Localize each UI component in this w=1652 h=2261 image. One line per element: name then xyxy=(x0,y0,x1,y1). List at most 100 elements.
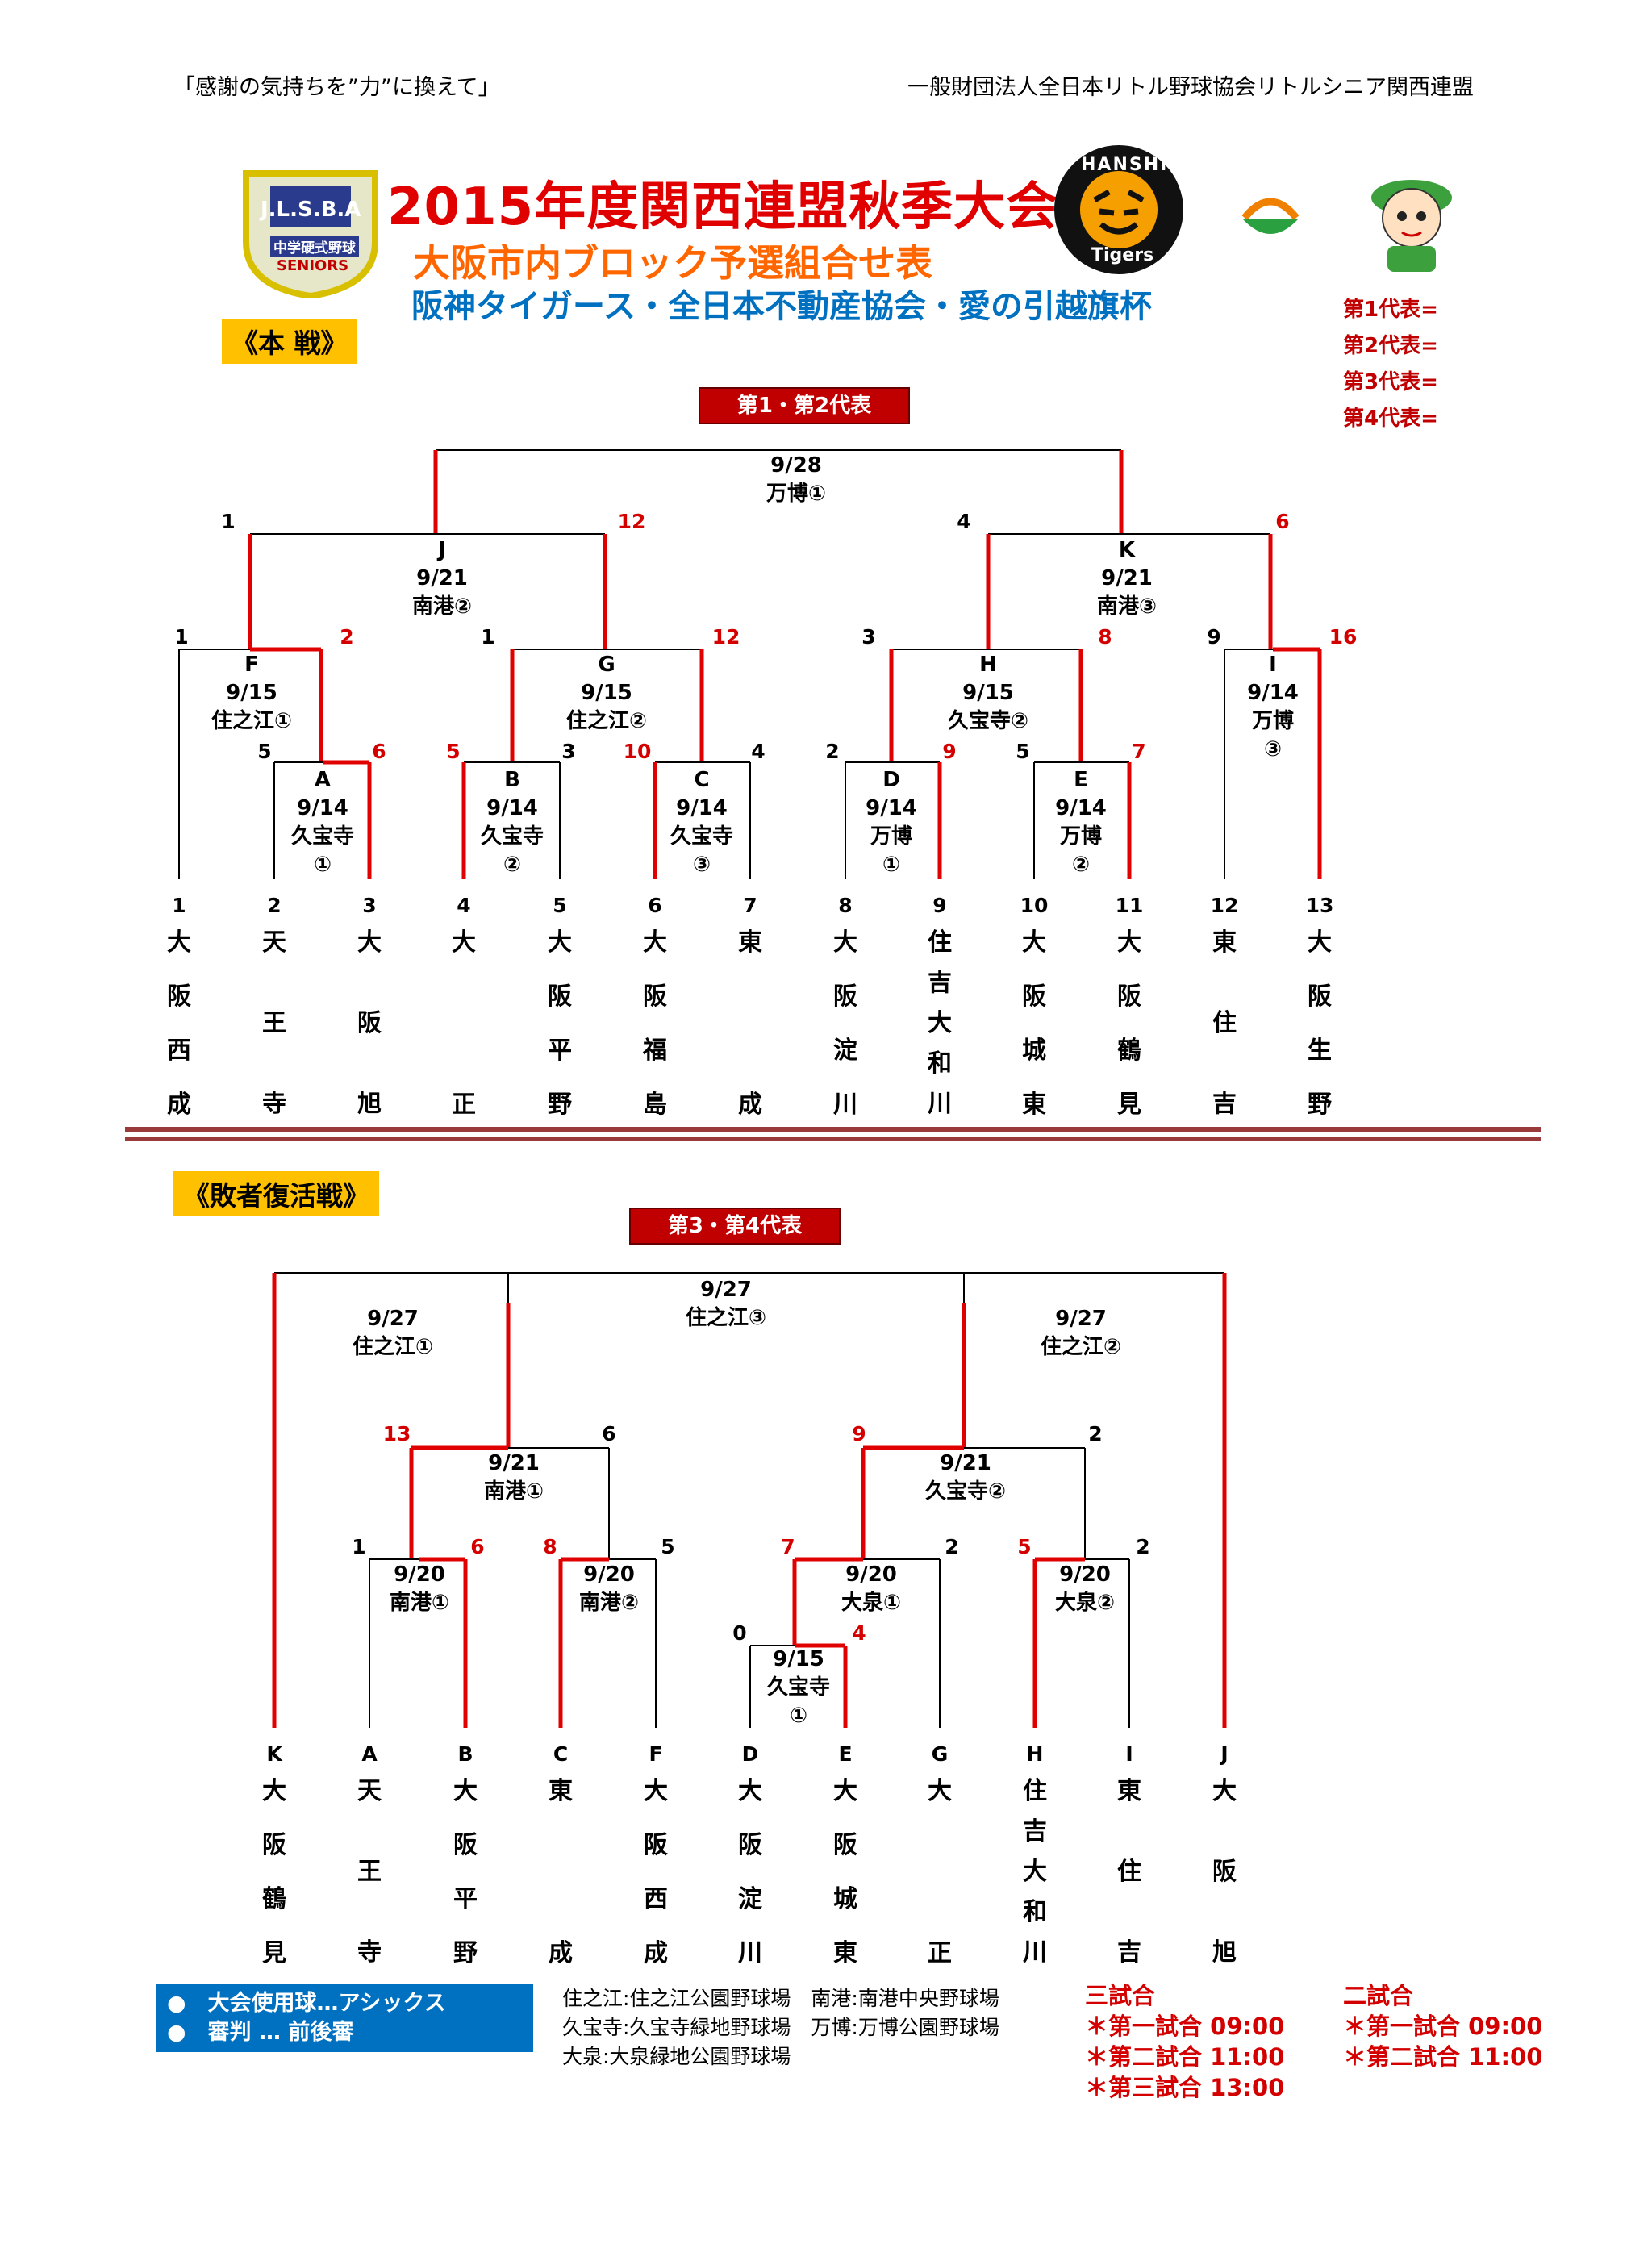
game-venue: 久宝寺② xyxy=(947,709,1029,733)
game-id: J xyxy=(438,538,446,562)
main-team-13[interactable]: 13 大 阪 生 野 xyxy=(1299,894,1340,1120)
main-team-3[interactable]: 3 大 阪 旭 xyxy=(349,894,390,1119)
main-game-b: B 9/14 久宝寺 ② xyxy=(481,766,544,879)
score: 1 xyxy=(174,625,189,649)
team-name-char: 大 xyxy=(738,1777,762,1805)
team-name-char: 阪 xyxy=(644,1831,668,1859)
team-code: H xyxy=(1026,1742,1044,1766)
team-name-char: 阪 xyxy=(1212,1858,1237,1886)
score: 2 xyxy=(945,1535,959,1558)
page-cup-name: 阪神タイガース・全日本不動産協会・愛の引越旗杯 xyxy=(411,288,1152,325)
team-name-char: 大 xyxy=(452,928,476,957)
rep-4: 第4代表= xyxy=(1343,407,1438,431)
team-code: B xyxy=(457,1742,473,1766)
score: 7 xyxy=(1132,740,1146,763)
consolation-team-g[interactable]: G 大 正 xyxy=(920,1742,960,1968)
jlsba-logo: J.L.S.B.A 中学硬式野球 SENIORS xyxy=(238,165,383,300)
venue-legend: 住之江:住之江公園野球場 南港:南港中央野球場 久宝寺:久宝寺緑地野球場 万博:… xyxy=(562,1987,1040,2068)
consolation-team-e[interactable]: E 大 阪 城 東 xyxy=(825,1742,866,1968)
consolation-section-label: 《敗者復活戦》 xyxy=(173,1171,379,1216)
main-team-7[interactable]: 7 東 成 xyxy=(730,894,770,1120)
consolation-team-k[interactable]: K 大 阪 鶴 見 xyxy=(254,1742,294,1968)
main-team-5[interactable]: 5 大 阪 平 野 xyxy=(540,894,580,1120)
team-name-char: 大 xyxy=(1023,1858,1047,1886)
score: 3 xyxy=(861,625,876,649)
consolation-team-i[interactable]: I 東 住 吉 xyxy=(1109,1742,1149,1967)
consolation-game-6: 9/20 南港② xyxy=(579,1561,639,1617)
team-name-char: 吉 xyxy=(1212,1090,1237,1118)
team-name-char: 天 xyxy=(357,1777,382,1805)
consolation-team-b[interactable]: B 大 阪 平 野 xyxy=(445,1742,486,1968)
team-name-char: 島 xyxy=(643,1091,667,1119)
team-name-char: 東 xyxy=(1212,928,1237,957)
score: 5 xyxy=(257,740,272,763)
game-venue: 万博① xyxy=(766,482,827,506)
score: 1 xyxy=(352,1535,366,1558)
team-name-char: 阪 xyxy=(1308,982,1332,1011)
consolation-team-a[interactable]: A 天 王 寺 xyxy=(349,1742,390,1967)
game-id: I xyxy=(1269,653,1277,677)
main-team-11[interactable]: 11 大 阪 鶴 見 xyxy=(1109,894,1149,1120)
team-code: F xyxy=(649,1742,663,1766)
game-date: 9/14 xyxy=(866,796,917,820)
main-team-8[interactable]: 8 大 阪 淀 川 xyxy=(825,894,866,1120)
main-team-1[interactable]: 1 大 阪 西 成 xyxy=(159,894,199,1120)
jlsba-logo-sub: 中学硬式野球 xyxy=(270,236,359,257)
team-name-char: 東 xyxy=(1022,1091,1046,1119)
game-date: 9/14 xyxy=(486,796,538,820)
main-game-g: G 9/15 住之江② xyxy=(566,651,647,736)
consolation-team-h[interactable]: H 住 吉 大 和 川 xyxy=(1015,1742,1055,1967)
main-team-10[interactable]: 10 大 阪 城 東 xyxy=(1014,894,1054,1120)
game-date: 9/27 xyxy=(700,1278,752,1302)
game-date: 9/14 xyxy=(676,796,728,820)
game-venue: 久宝寺 xyxy=(480,824,544,849)
team-name-char: 王 xyxy=(262,1009,286,1037)
consolation-game-4: 9/21 久宝寺② xyxy=(925,1450,1006,1506)
consolation-final-game: 9/27 住之江③ xyxy=(686,1276,766,1333)
consolation-team-c[interactable]: C 東 成 xyxy=(540,1742,581,1968)
team-name-char: 住 xyxy=(1023,1777,1047,1805)
team-number: 7 xyxy=(743,894,757,917)
main-team-12[interactable]: 12 東 住 吉 xyxy=(1204,894,1245,1119)
game-date: 9/21 xyxy=(940,1451,991,1475)
team-code: A xyxy=(361,1742,378,1766)
game-id: D xyxy=(882,768,900,792)
team-name-char: 見 xyxy=(1117,1091,1141,1119)
representatives-list: 第1代表= 第2代表= 第3代表= 第4代表= xyxy=(1343,292,1438,437)
consolation-team-d[interactable]: D 大 阪 淀 川 xyxy=(730,1742,770,1968)
game-venue: 南港① xyxy=(483,1479,544,1504)
consolation-game-7: 9/20 大泉① xyxy=(841,1561,901,1617)
score: 1 xyxy=(221,510,236,533)
game-id: K xyxy=(1118,538,1136,562)
rep-2: 第2代表= xyxy=(1343,334,1438,358)
game-date: 9/21 xyxy=(416,566,468,590)
house-icon xyxy=(1238,186,1303,242)
game-date: 9/14 xyxy=(1055,796,1107,820)
team-name-char: 野 xyxy=(453,1939,478,1967)
section-divider xyxy=(125,1127,1541,1132)
team-name-char: 川 xyxy=(1023,1938,1047,1967)
team-code: J xyxy=(1220,1742,1229,1766)
game-venue: 万博 xyxy=(870,824,912,849)
main-team-6[interactable]: 6 大 阪 福 島 xyxy=(635,894,675,1120)
team-name-char: 城 xyxy=(1022,1037,1046,1065)
consolation-team-j[interactable]: J 大 阪 旭 xyxy=(1204,1742,1245,1967)
consolation-team-f[interactable]: F 大 阪 西 成 xyxy=(636,1742,676,1968)
team-name-char: 大 xyxy=(548,928,572,957)
game-id: A xyxy=(314,768,332,792)
main-team-4[interactable]: 4 大 正 xyxy=(444,894,484,1120)
score: 2 xyxy=(1088,1422,1103,1445)
team-number: 13 xyxy=(1305,894,1334,917)
schedule-item: ＊第二試合 11:00 xyxy=(1343,2043,1543,2071)
game-date: 9/20 xyxy=(394,1562,445,1587)
game-venue: 万博 xyxy=(1251,709,1294,733)
team-name-char: 福 xyxy=(643,1037,667,1065)
main-game-a: A 9/14 久宝寺 ① xyxy=(291,766,354,879)
main-team-2[interactable]: 2 天 王 寺 xyxy=(254,894,294,1119)
main-team-9[interactable]: 9 住 吉 大 和 川 xyxy=(920,894,960,1119)
main-game-i: I 9/14 万博 ③ xyxy=(1247,651,1299,764)
score: 6 xyxy=(372,740,386,763)
page-subtitle: 大阪市内ブロック予選組合せ表 xyxy=(413,241,932,285)
score: 5 xyxy=(661,1535,675,1558)
team-code: E xyxy=(838,1742,853,1766)
